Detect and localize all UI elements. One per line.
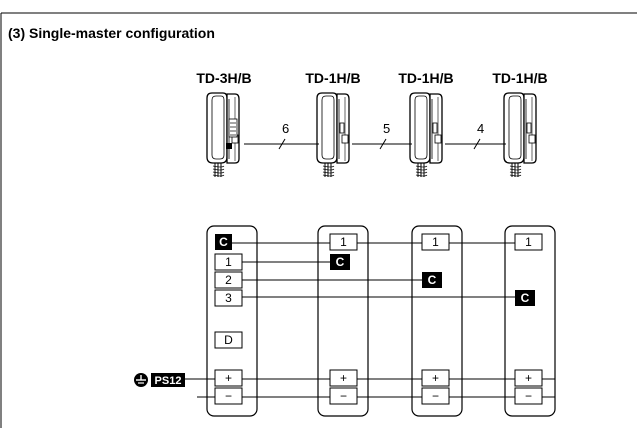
svg-text:1: 1 — [225, 255, 232, 269]
cable-slash — [379, 138, 387, 150]
svg-text:−: − — [525, 389, 532, 403]
sub-terminal-plus: + — [421, 369, 450, 387]
cable-conductor-count: 4 — [477, 121, 484, 136]
cable-conductor-count: 6 — [282, 121, 289, 136]
sub-terminal-1: 1 — [514, 233, 543, 251]
handset-icon — [503, 92, 537, 178]
master-terminal-minus: − — [214, 387, 243, 405]
sub-terminal-block — [411, 225, 463, 417]
svg-text:+: + — [525, 371, 532, 385]
svg-text:1: 1 — [340, 235, 347, 249]
station-model-label: TD-1H/B — [398, 70, 453, 86]
svg-text:1: 1 — [525, 235, 532, 249]
svg-text:C: C — [336, 255, 345, 269]
svg-text:2: 2 — [225, 273, 232, 287]
cable-slash — [278, 138, 286, 150]
power-supply-badge: PS12 — [151, 373, 185, 387]
cable-conductor-count: 5 — [383, 121, 390, 136]
svg-text:PS12: PS12 — [155, 375, 182, 387]
cable-slash — [473, 138, 481, 150]
master-terminal-1: 1 — [214, 253, 243, 271]
svg-text:3: 3 — [225, 291, 232, 305]
sub-terminal-minus: − — [329, 387, 358, 405]
sub-terminal-plus: + — [329, 369, 358, 387]
handset-icon — [409, 92, 443, 178]
station-model-label: TD-1H/B — [305, 70, 360, 86]
sub-terminal-block — [504, 225, 556, 417]
sub-terminal-minus: − — [514, 387, 543, 405]
sub-terminal-c: C — [515, 290, 535, 306]
sub-terminal-minus: − — [421, 387, 450, 405]
svg-text:C: C — [428, 273, 437, 287]
svg-text:C: C — [521, 291, 530, 305]
master-terminal-d: D — [214, 331, 243, 349]
master-terminal-block — [206, 225, 258, 417]
handset-icon — [316, 92, 350, 178]
svg-text:+: + — [432, 371, 439, 385]
ground-icon — [134, 373, 148, 387]
svg-text:C: C — [219, 235, 228, 249]
section-title: (3) Single-master configuration — [8, 25, 215, 41]
sub-terminal-c: C — [422, 272, 442, 288]
station-model-label: TD-3H/B — [196, 70, 251, 86]
sub-terminal-1: 1 — [329, 233, 358, 251]
sub-terminal-c: C — [330, 254, 350, 270]
station-model-label: TD-1H/B — [492, 70, 547, 86]
svg-text:−: − — [340, 389, 347, 403]
svg-text:−: − — [432, 389, 439, 403]
master-terminal-c: C — [215, 234, 232, 250]
svg-text:+: + — [340, 371, 347, 385]
svg-text:1: 1 — [432, 235, 439, 249]
svg-text:−: − — [225, 389, 232, 403]
sub-terminal-plus: + — [514, 369, 543, 387]
master-terminal-2: 2 — [214, 271, 243, 289]
sub-terminal-block — [317, 225, 369, 417]
svg-text:D: D — [224, 333, 233, 347]
handset-icon — [207, 93, 239, 177]
master-terminal-3: 3 — [214, 289, 243, 307]
svg-text:+: + — [225, 371, 232, 385]
sub-terminal-1: 1 — [421, 233, 450, 251]
master-terminal-plus: + — [214, 369, 243, 387]
